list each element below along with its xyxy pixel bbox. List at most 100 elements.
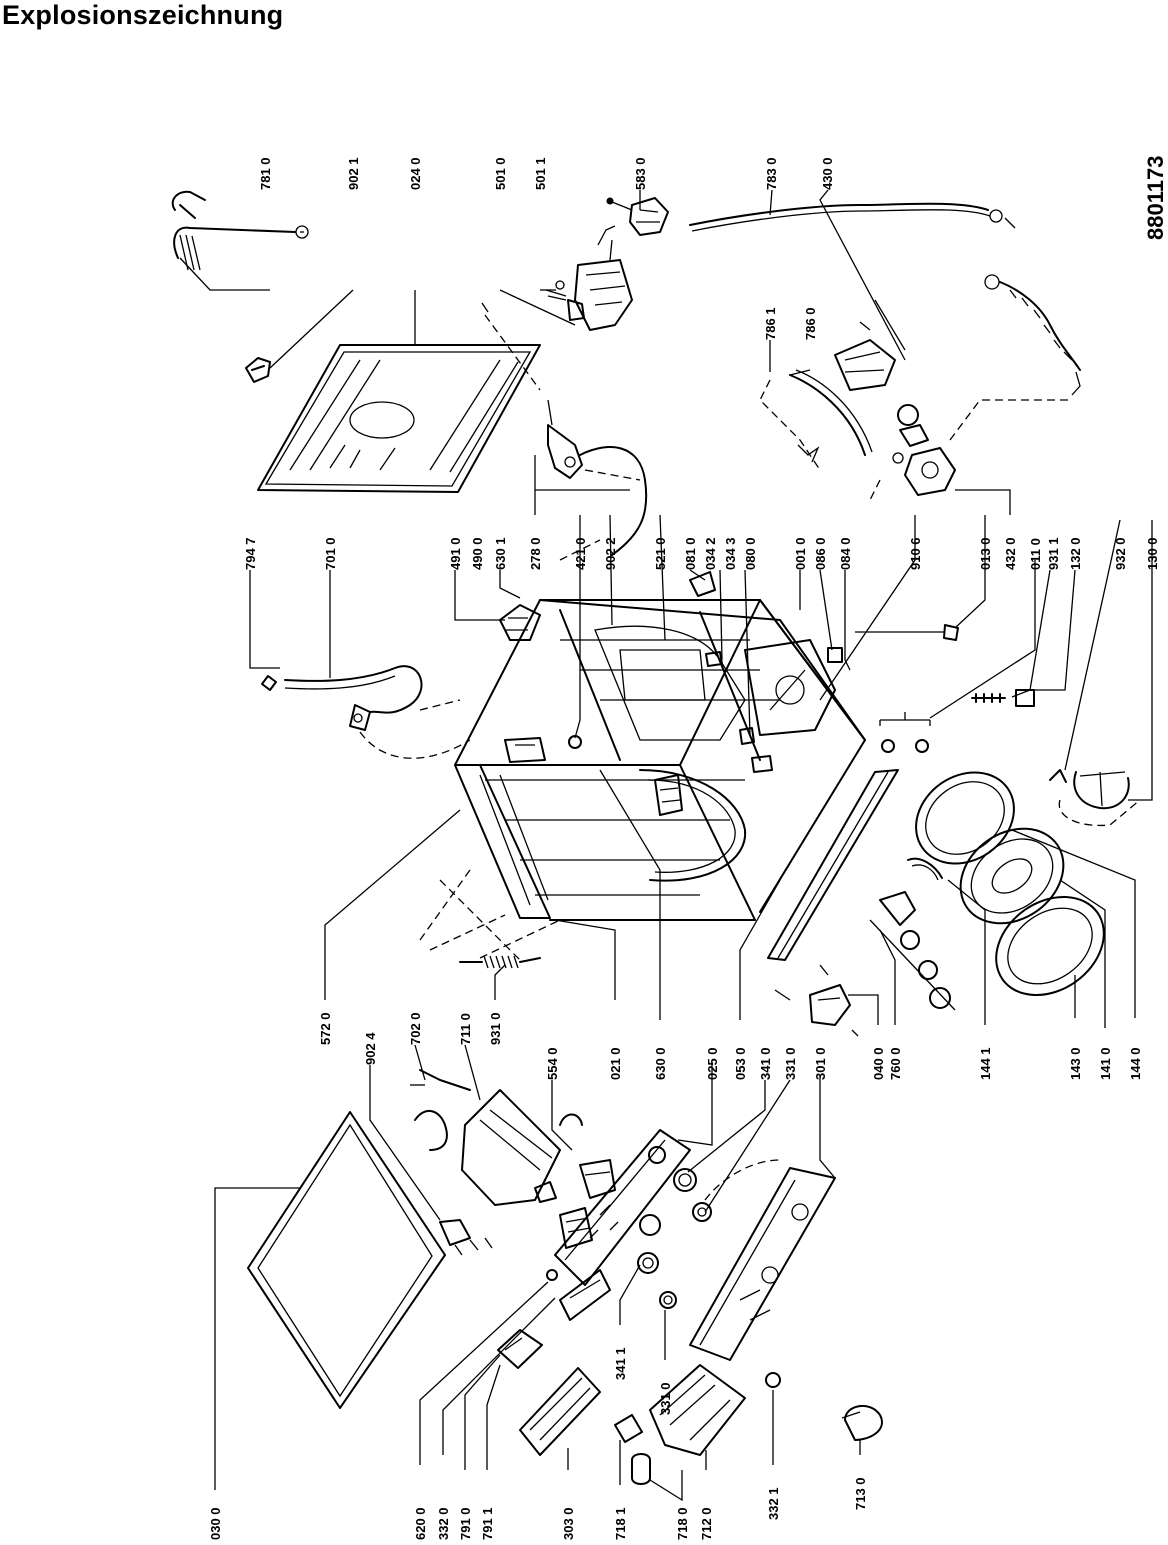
worktop-030-drawing [247, 1111, 446, 1409]
callout-021-0: 021 0 [608, 1047, 623, 1080]
callout-432-0: 432 0 [1003, 537, 1018, 570]
callout-583-0: 583 0 [633, 157, 648, 190]
callout-902-4: 902 4 [363, 1032, 378, 1065]
callout-931-0: 931 0 [488, 1012, 503, 1045]
callout-030-0: 030 0 [208, 1507, 223, 1540]
callout-086-0: 086 0 [813, 537, 828, 570]
callout-430-0: 430 0 [820, 157, 835, 190]
callout-332-1: 332 1 [766, 1487, 781, 1520]
strip-053-drawing [767, 769, 899, 961]
callout-910-6: 910 6 [908, 537, 923, 570]
siphon-cap-713-drawing [841, 1405, 883, 1441]
handle-144-1-drawing [907, 857, 943, 881]
spring-931-drawing [419, 869, 561, 969]
connection-lines [419, 379, 1072, 961]
callout-786-0: 786 0 [803, 307, 818, 340]
hose-786-drawing [789, 369, 873, 463]
drawer-303-drawing [519, 1367, 601, 1456]
coil-cable-drawing [984, 274, 1081, 396]
inlet-hose-drawing [261, 665, 471, 759]
cabinet-drawing [454, 571, 959, 921]
door-lock-drawing [774, 891, 956, 1037]
cable-630-1-drawing [547, 399, 648, 556]
detergent-drawer-drawing [614, 1364, 746, 1485]
callout-932-0: 932 0 [1113, 537, 1128, 570]
callout-711-0: 711 0 [458, 1013, 473, 1045]
callout-132-0: 132 0 [1068, 537, 1083, 570]
callout-332-0: 332 0 [436, 1507, 451, 1540]
callout-501-1: 501 1 [533, 157, 548, 190]
part-drawings [171, 190, 1141, 1485]
callout-572-0: 572 0 [318, 1012, 333, 1045]
hose-783-drawing [689, 202, 1016, 232]
callout-301-0: 301 0 [813, 1047, 828, 1080]
callout-331-0: 331 0 [783, 1047, 798, 1080]
callout-040-0: 040 0 [871, 1047, 886, 1080]
callout-794-7: 794 7 [243, 537, 258, 570]
callout-791-1: 791 1 [480, 1507, 495, 1540]
top-panel-024-drawing [257, 302, 541, 493]
callout-630-1: 630 1 [493, 537, 508, 570]
callout-718-0: 718 0 [675, 1507, 690, 1540]
callout-001-0: 001 0 [793, 537, 808, 570]
callout-421-0: 421 0 [573, 537, 588, 570]
dispenser-housing-drawing [410, 1069, 616, 1206]
callout-902-2: 902 2 [603, 537, 618, 570]
callout-341-1: 341 1 [613, 1347, 628, 1380]
callout-144-1: 144 1 [978, 1047, 993, 1080]
leader-lines [179, 189, 1153, 1502]
callout-501-0: 501 0 [493, 157, 508, 190]
callout-331-0b: 331 0 [658, 1382, 673, 1415]
callout-786-1: 786 1 [763, 307, 778, 340]
hardware-right-drawing [879, 689, 1035, 753]
callout-718-1: 718 1 [613, 1507, 628, 1540]
small-parts-left-drawing [497, 1269, 558, 1369]
page-title: Explosionszeichnung [2, 0, 284, 30]
callout-084-0: 084 0 [838, 537, 853, 570]
callout-783-0: 783 0 [764, 157, 779, 190]
callout-144-0: 144 0 [1128, 1047, 1143, 1080]
knobs-drawing [637, 1159, 781, 1309]
callout-781-0: 781 0 [258, 157, 273, 190]
callout-034-3: 034 3 [723, 537, 738, 570]
callout-491-0: 491 0 [448, 537, 463, 570]
callout-labels: 781 0 902 1 024 0 501 0 501 1 583 0 783 … [208, 156, 1168, 1540]
callout-701-0: 701 0 [323, 537, 338, 570]
clip-902-4-drawing [439, 1219, 493, 1256]
callout-011-0: 011 0 [1028, 538, 1043, 570]
valve-430-drawing [834, 299, 956, 496]
callout-760-0: 760 0 [888, 1047, 903, 1080]
callout-143-0: 143 0 [1068, 1047, 1083, 1080]
callout-053-0: 053 0 [733, 1047, 748, 1080]
callout-713-0: 713 0 [853, 1477, 868, 1510]
hinge-130-drawing [1049, 769, 1141, 827]
valve-583-drawing [606, 197, 669, 236]
callout-081-0: 081 0 [683, 537, 698, 570]
callout-034-2: 034 2 [703, 537, 718, 570]
clip-902-1-drawing [245, 357, 271, 383]
control-panel-025-drawing [554, 1129, 691, 1321]
callout-490-0: 490 0 [470, 537, 485, 570]
callout-341-0: 341 0 [758, 1047, 773, 1080]
callout-712-0: 712 0 [699, 1507, 714, 1540]
callout-278-0: 278 0 [528, 537, 543, 570]
callout-141-0: 141 0 [1098, 1047, 1113, 1080]
callout-024-0: 024 0 [408, 157, 423, 190]
callout-931-1: 931 1 [1046, 537, 1061, 570]
callout-902-1: 902 1 [346, 157, 361, 190]
callout-630-0: 630 0 [653, 1047, 668, 1080]
callout-554-0: 554 0 [545, 1047, 560, 1080]
callout-521-0: 521 0 [653, 537, 668, 570]
document-number: 8801173 [1143, 156, 1168, 240]
hose-781-drawing [171, 190, 309, 271]
inner-door-143-drawing [995, 895, 1105, 997]
pump-501-drawing [545, 225, 633, 331]
callout-620-0: 620 0 [413, 1507, 428, 1540]
door-glass-141-drawing [959, 827, 1065, 925]
callout-025-0: 025 0 [705, 1047, 720, 1080]
door-ring-144-drawing [915, 771, 1015, 865]
callout-791-0: 791 0 [458, 1507, 473, 1540]
callout-080-0: 080 0 [743, 537, 758, 570]
callout-702-0: 702 0 [408, 1012, 423, 1045]
